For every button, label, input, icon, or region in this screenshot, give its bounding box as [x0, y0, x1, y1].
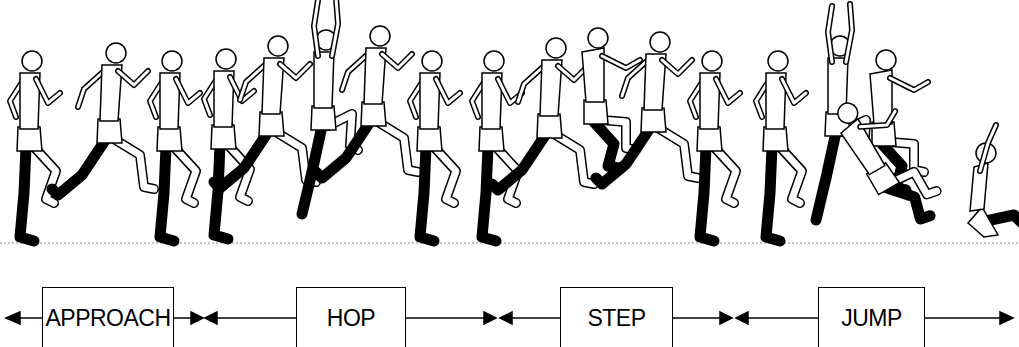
athlete-figure — [410, 51, 460, 241]
phase-box: STEP — [560, 287, 673, 347]
arrow-head — [484, 312, 496, 324]
athlete-figure — [829, 83, 949, 233]
athlete-figure — [302, 0, 358, 214]
athlete-figure — [690, 51, 740, 241]
athlete-figure — [472, 51, 522, 241]
phase-label: JUMP — [841, 305, 902, 332]
arrow-head — [1000, 312, 1013, 324]
athlete-figure — [756, 51, 806, 241]
athlete-figure — [52, 43, 154, 195]
phase-box: APPROACH — [42, 287, 174, 347]
arrow-head — [6, 312, 20, 324]
athlete-figure — [150, 51, 200, 241]
arrow-head — [191, 312, 203, 324]
phase-label: STEP — [587, 305, 645, 332]
athlete-figure — [968, 125, 1019, 237]
range-line — [504, 317, 560, 319]
range-line — [925, 317, 1008, 319]
athlete-figure — [10, 51, 60, 241]
athlete-figure — [316, 26, 418, 178]
athlete-figure — [204, 49, 254, 239]
arrow-head — [720, 312, 732, 324]
range-line — [208, 317, 296, 319]
runway-line — [0, 243, 1019, 244]
range-line — [406, 317, 492, 319]
athlete-figure — [596, 32, 698, 184]
phase-label: HOP — [327, 305, 375, 332]
range-line — [740, 317, 818, 319]
athlete-figure — [214, 36, 316, 188]
phase-box: HOP — [296, 287, 406, 347]
phase-label: APPROACH — [45, 305, 170, 332]
phase-box: JUMP — [818, 287, 925, 347]
athlete-figure — [492, 38, 594, 190]
